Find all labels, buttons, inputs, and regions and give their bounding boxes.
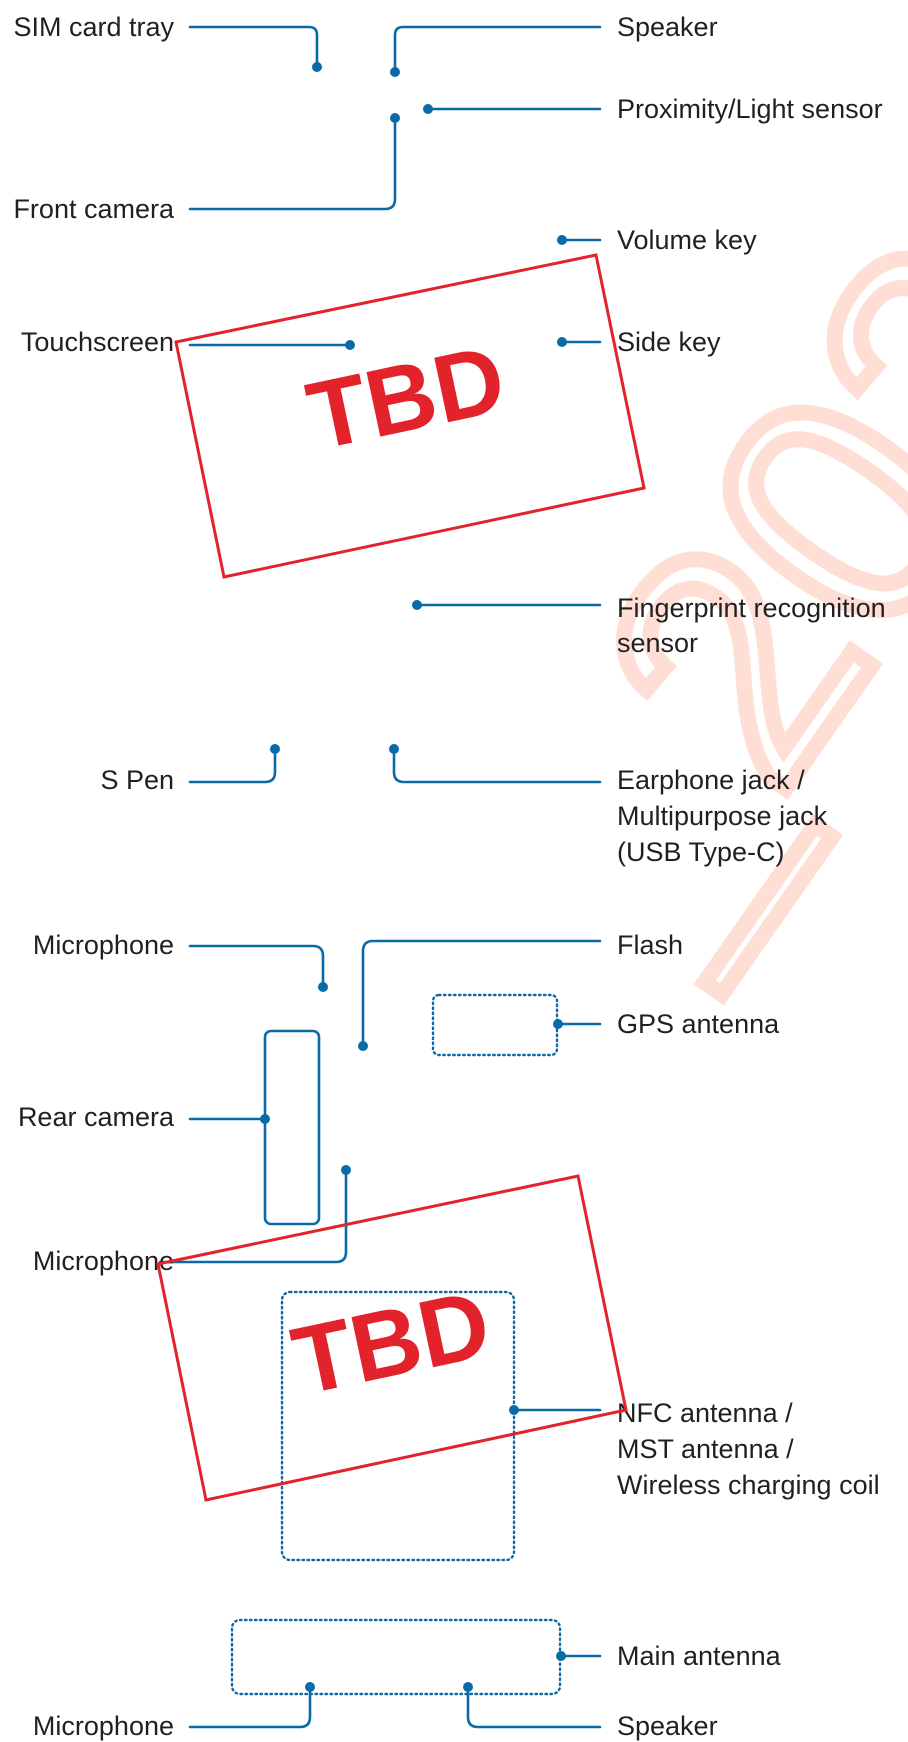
touchscreen-label: Touchscreen <box>21 327 174 357</box>
gps-antenna-outline <box>431 993 559 1057</box>
rear-camera-module <box>263 1029 321 1226</box>
nfc-antenna-outline <box>280 1290 516 1562</box>
bottom-view: S Pen Earphone jack / Multipurpose jack … <box>100 744 828 867</box>
earphone-jack-dot <box>389 744 399 754</box>
microphone-bottom-label: Microphone <box>33 1711 174 1741</box>
tbd-stamp-bottom-frame <box>156 1174 628 1502</box>
gps-antenna-dot <box>553 1019 563 1029</box>
sim-card-tray-label: SIM card tray <box>13 12 174 42</box>
side-key-label: Side key <box>617 327 721 357</box>
speaker-top-label: Speaker <box>617 12 718 42</box>
nfc-antenna-label-3: Wireless charging coil <box>617 1470 880 1500</box>
rear-camera-label: Rear camera <box>18 1102 175 1132</box>
earphone-jack-label-3: (USB Type-C) <box>617 837 785 867</box>
volume-key-dot <box>557 235 567 245</box>
proximity-sensor-dot <box>423 104 433 114</box>
microphone-bottom-dot <box>305 1682 315 1692</box>
volume-key-label: Volume key <box>617 225 757 255</box>
nfc-antenna-label-2: MST antenna / <box>617 1434 794 1464</box>
tbd-stamp-top-frame <box>174 253 646 579</box>
tbd-stamp-top: TBD <box>174 253 646 579</box>
microphone-bottom-leader <box>188 1685 312 1729</box>
main-antenna-dot <box>556 1651 566 1661</box>
microphone-mid-label: Microphone <box>33 1246 174 1276</box>
proximity-sensor-label: Proximity/Light sensor <box>617 94 883 124</box>
front-camera-leader <box>188 116 397 211</box>
s-pen-leader <box>188 747 277 784</box>
rear-view: Microphone Flash GPS antenna Rear camera… <box>18 930 880 1741</box>
s-pen-label: S Pen <box>100 765 174 795</box>
fingerprint-sensor-label-2: sensor <box>617 628 698 658</box>
flash-leader <box>361 939 602 1048</box>
rear-camera-dot <box>260 1114 270 1124</box>
fingerprint-sensor-dot <box>412 600 422 610</box>
earphone-jack-leader <box>392 747 602 784</box>
microphone-top-dot <box>318 982 328 992</box>
tbd-stamp-bottom: TBD <box>156 1174 628 1502</box>
front-camera-dot <box>390 113 400 123</box>
gps-antenna-label: GPS antenna <box>617 1009 780 1039</box>
main-antenna-label: Main antenna <box>617 1641 782 1671</box>
microphone-mid-dot <box>341 1165 351 1175</box>
tbd-stamp-top-text: TBD <box>299 325 514 471</box>
speaker-top-dot <box>390 67 400 77</box>
flash-label: Flash <box>617 930 683 960</box>
earphone-jack-label-2: Multipurpose jack <box>617 801 828 831</box>
nfc-antenna-dot <box>509 1405 519 1415</box>
microphone-top-leader <box>188 944 325 989</box>
speaker-bottom-label: Speaker <box>617 1711 718 1741</box>
earphone-jack-label-1: Earphone jack / <box>617 765 805 795</box>
main-antenna-outline <box>230 1618 562 1696</box>
sim-card-tray-leader <box>188 25 319 69</box>
speaker-bottom-leader <box>466 1685 602 1729</box>
front-view: SIM card tray Speaker Proximity/Light se… <box>13 12 885 658</box>
s-pen-dot <box>270 744 280 754</box>
fingerprint-sensor-label-1: Fingerprint recognition <box>617 593 886 623</box>
front-camera-label: Front camera <box>13 194 175 224</box>
microphone-top-label: Microphone <box>33 930 174 960</box>
touchscreen-dot <box>345 340 355 350</box>
speaker-bottom-dot <box>463 1682 473 1692</box>
speaker-top-leader <box>393 25 602 74</box>
side-key-dot <box>557 337 567 347</box>
nfc-antenna-label-1: NFC antenna / <box>617 1398 793 1428</box>
sim-card-tray-dot <box>312 62 322 72</box>
microphone-mid-leader <box>158 1168 348 1264</box>
flash-dot <box>358 1041 368 1051</box>
